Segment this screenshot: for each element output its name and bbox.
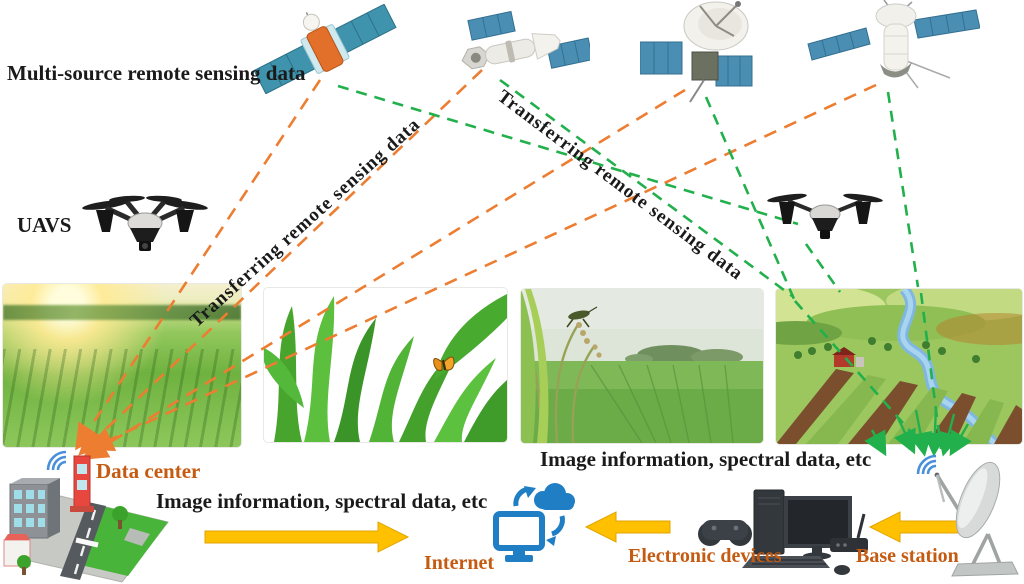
- game-controller-icon: [698, 520, 752, 546]
- keyboard-icon: [742, 556, 830, 568]
- satellite-3-icon: [640, 1, 753, 103]
- barn-icon: [832, 347, 864, 367]
- wifi-arcs-icon: [46, 450, 67, 471]
- butterfly-icon: [433, 356, 455, 371]
- label-image-info-right: Image information, spectral data, etc: [540, 447, 872, 471]
- base-station-dish-icon: [916, 454, 1019, 577]
- router-icon: [830, 513, 868, 552]
- label-base-station: Base station: [856, 545, 959, 567]
- green-downlink-lines: [337, 78, 943, 450]
- label-uavs: UAVS: [17, 213, 72, 237]
- satellite-4-icon: [807, 0, 980, 89]
- orange-downlink-lines: [75, 69, 877, 460]
- field-sunrise-photo: [2, 283, 242, 448]
- wifi-arcs-icon: [916, 454, 937, 475]
- data-center-illustration: [3, 450, 169, 583]
- corn-leaves-graphic: [264, 294, 507, 442]
- satellite-1-icon: [253, 4, 397, 94]
- farmland-graphic: [776, 289, 1022, 444]
- electronic-devices-icon: [698, 489, 868, 575]
- label-multi-source: Multi-source remote sensing data: [7, 61, 306, 85]
- grasshopper-icon: [566, 306, 598, 328]
- mouse-icon: [834, 565, 850, 575]
- satellite-2-icon: [461, 10, 590, 70]
- drone-2-icon: [767, 193, 883, 239]
- green-arrows-to-base-station: [864, 407, 972, 457]
- label-data-center: Data center: [96, 459, 201, 483]
- label-internet: Internet: [424, 552, 494, 574]
- drone-1-icon: [82, 195, 208, 251]
- internet-cloud-icon: [493, 483, 575, 562]
- label-electronic-devices: Electronic devices: [628, 545, 782, 567]
- field-rice-photo: [520, 288, 764, 444]
- field-corn-photo: [263, 287, 508, 443]
- field-farmland-photo: [775, 288, 1023, 445]
- flow-arrows: [204, 511, 969, 553]
- rice-field-graphic: [521, 289, 763, 443]
- label-image-info-left: Image information, spectral data, etc: [156, 489, 488, 513]
